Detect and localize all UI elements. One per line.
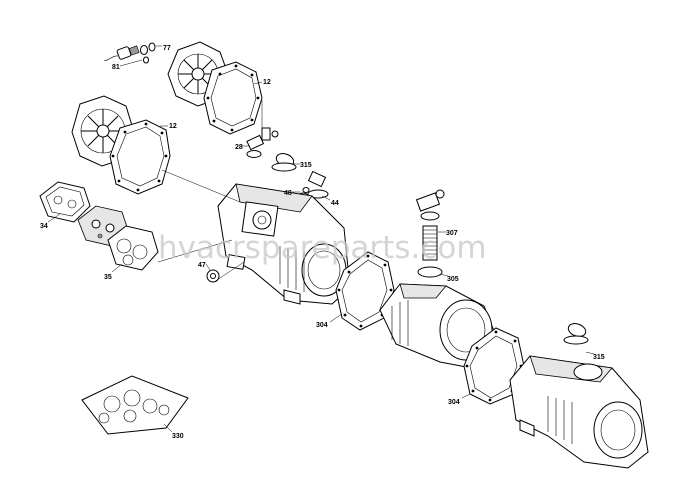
callout-label: 330 [172,433,184,440]
callout-label: 307 [446,230,458,237]
valve-gasket-35 [107,225,159,271]
sight-glass-315-top [271,153,297,172]
washer-47 [206,269,220,283]
callout-label: 77 [163,45,171,52]
callout-label: 304 [316,322,328,329]
watermark: hvacrspareparts.com [158,230,487,266]
main-compressor-housing [217,183,351,305]
callout-label: 81 [112,64,120,71]
sight-glass-315-right [563,323,589,345]
leader-lines [47,45,595,433]
callout-label: 305 [447,276,459,283]
oil-fitting-28 [246,127,279,158]
callout-label: 28 [235,144,243,151]
oil-filter-307 [415,189,445,278]
callout-label: 315 [593,354,605,361]
callout-label: 304 [448,399,460,406]
callout-label: 34 [40,223,48,230]
callout-label: 35 [104,274,112,281]
upper-gasket [203,61,263,135]
motor-housing-middle [379,283,501,371]
callout-label: 315 [300,162,312,169]
compressor-housing-right [509,355,649,469]
callout-label: 12 [169,123,177,130]
gasket-set-330 [81,375,189,435]
callout-label: 44 [331,200,339,207]
callout-label: 47 [198,262,206,269]
callout-label: 48 [284,190,292,197]
left-gasket [109,119,171,195]
assembly-lines [157,100,263,283]
callout-label: 12 [263,79,271,86]
sensor-fitting [103,42,156,64]
valve-plate-gasket-34 [39,181,91,223]
callout-labels: 77 81 12 12 28 315 48 44 34 35 47 307 30… [40,45,605,440]
